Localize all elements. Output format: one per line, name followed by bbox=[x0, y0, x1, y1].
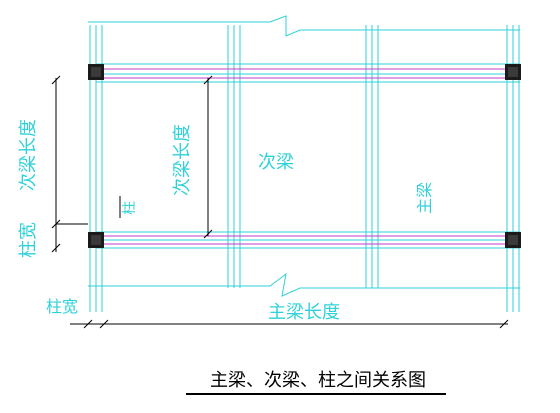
label-main-beam: 主梁 bbox=[415, 182, 434, 214]
column-top-left bbox=[88, 64, 104, 80]
dim-secondary-beam-length-mid bbox=[203, 75, 213, 239]
label-column-mark-middle: 柱 bbox=[122, 201, 138, 215]
column-bottom-right bbox=[505, 232, 521, 248]
label-column-width-left: 柱宽 bbox=[18, 222, 39, 258]
column-top-right bbox=[505, 64, 521, 80]
dim-secondary-beam-length-left bbox=[51, 75, 88, 253]
label-main-beam-length: 主梁长度 bbox=[268, 302, 340, 323]
label-secondary-beam-length-mid: 次梁长度 bbox=[172, 124, 193, 196]
column-bottom-left bbox=[88, 232, 104, 248]
label-secondary-beam-length-left: 次梁长度 bbox=[18, 119, 39, 191]
dim-main-beam-length bbox=[70, 319, 509, 329]
main-beam-top bbox=[96, 63, 520, 83]
main-beam-bottom bbox=[96, 231, 520, 249]
label-secondary-beam: 次梁 bbox=[258, 152, 294, 173]
label-column-width-bottom: 柱宽 bbox=[46, 297, 78, 316]
top-break-line bbox=[88, 15, 520, 37]
diagram-caption: 主梁、次梁、柱之间关系图 bbox=[210, 370, 426, 391]
bottom-break-line bbox=[88, 272, 520, 297]
